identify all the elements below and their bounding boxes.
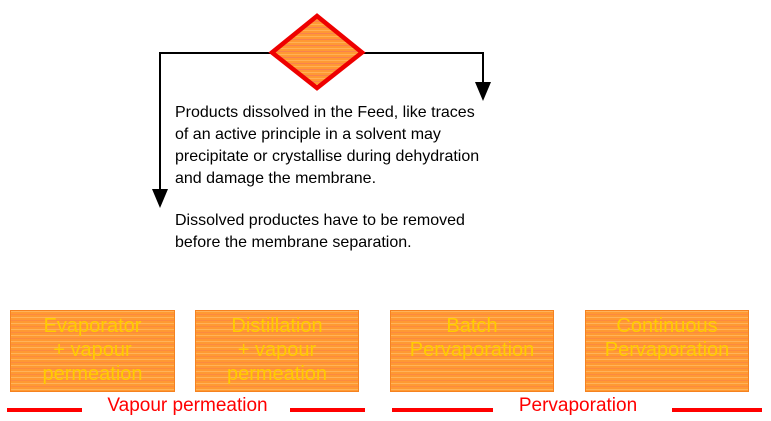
decision-diamond xyxy=(268,13,366,91)
category-label-pervaporation: Pervaporation xyxy=(518,395,638,416)
category-label-vapour-permeation: Vapour permeation xyxy=(107,395,268,416)
category-rule-right-1 xyxy=(392,408,493,412)
process-box-batch-pervaporation: Batch Pervaporation xyxy=(390,310,554,392)
note-paragraph-2: Dissolved productes have to be removed b… xyxy=(175,212,465,251)
process-box-continuous-pervaporation: Continuous Pervaporation xyxy=(585,310,749,392)
category-rule-right-2 xyxy=(672,408,762,412)
arrowhead-left-icon xyxy=(152,189,168,208)
category-rule-left-2 xyxy=(290,408,365,412)
process-box-distillation-vapour-permeation: Distillation + vapour permeation xyxy=(195,310,359,392)
connector-left xyxy=(159,52,273,196)
category-rule-left-1 xyxy=(7,408,82,412)
process-box-evaporator-vapour-permeation: Evaporator + vapour permeation xyxy=(10,310,175,392)
note-paragraph-1: Products dissolved in the Feed, like tra… xyxy=(175,104,480,187)
connector-right xyxy=(362,52,484,89)
flowchart-connectors xyxy=(152,13,491,208)
arrowhead-right-icon xyxy=(475,82,491,101)
